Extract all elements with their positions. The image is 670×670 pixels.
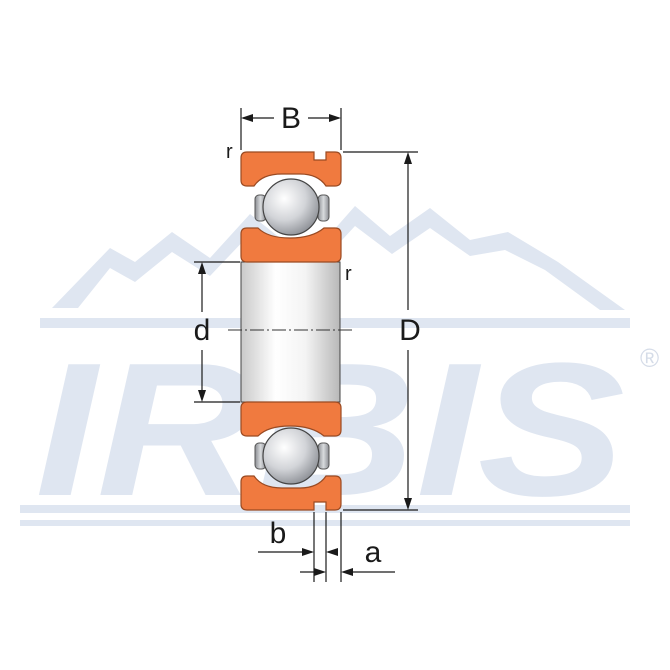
cage-bottom-right (317, 442, 330, 470)
watermark-underline-1 (20, 505, 630, 513)
outer-ring-bottom (240, 475, 342, 511)
bore-surface (240, 261, 341, 403)
ball-bottom (262, 427, 320, 485)
dimension-b-a (258, 512, 395, 582)
label-radius-top-left: r (226, 141, 233, 163)
ball-top (262, 178, 320, 236)
cage-top-right (317, 194, 330, 222)
label-outer-diameter: D (399, 314, 421, 347)
label-b: b (270, 517, 287, 550)
registered-mark: ® (640, 343, 659, 373)
label-radius-inner: r (345, 263, 352, 285)
label-a: a (365, 536, 382, 569)
inner-ring-bottom (240, 401, 342, 437)
inner-ring-top (240, 227, 342, 263)
dimension-d-outer (343, 151, 418, 511)
dimension-b-width (240, 108, 342, 150)
watermark-mountains (52, 206, 625, 310)
label-bore-diameter: d (194, 314, 211, 347)
dimension-d-bore (194, 261, 240, 403)
label-b-width: B (281, 102, 301, 135)
outer-ring-top (240, 151, 342, 187)
watermark-underline-2 (20, 520, 630, 526)
